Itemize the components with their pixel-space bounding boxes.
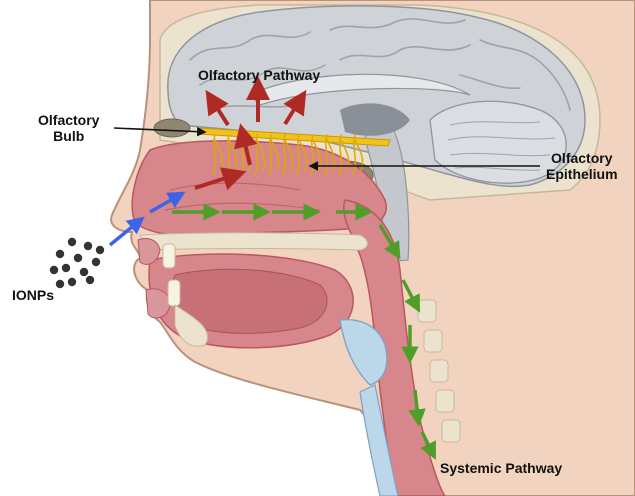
olfactory-bulb-label: Olfactory Bulb <box>38 112 99 144</box>
frontal-sinus <box>154 119 190 137</box>
upper-teeth <box>163 244 175 268</box>
olfactory-epithelium-label-line1: Olfactory <box>546 150 618 166</box>
particle-cluster-icon <box>50 238 104 288</box>
particle-dot <box>84 242 92 250</box>
olfactory-bulb-label-line1: Olfactory <box>38 112 99 128</box>
particle-dot <box>96 246 104 254</box>
olfactory-epithelium-label: Olfactory Epithelium <box>546 150 618 182</box>
particle-dot <box>56 280 64 288</box>
particle-dot <box>68 278 76 286</box>
olfactory-bulb-label-line2: Bulb <box>38 128 99 144</box>
olfactory-pathway-label: Olfactory Pathway <box>198 67 320 83</box>
lower-teeth <box>168 280 180 306</box>
particle-dot <box>68 238 76 246</box>
particle-dot <box>80 268 88 276</box>
particle-dot <box>74 254 82 262</box>
particle-dot <box>62 264 70 272</box>
systemic-pathway-label: Systemic Pathway <box>440 460 562 476</box>
particle-dot <box>86 276 94 284</box>
olfactory-epithelium-label-line2: Epithelium <box>546 166 618 182</box>
particle-dot <box>50 266 58 274</box>
particle-dot <box>92 258 100 266</box>
particle-dot <box>56 250 64 258</box>
ionps-label: IONPs <box>12 287 54 303</box>
